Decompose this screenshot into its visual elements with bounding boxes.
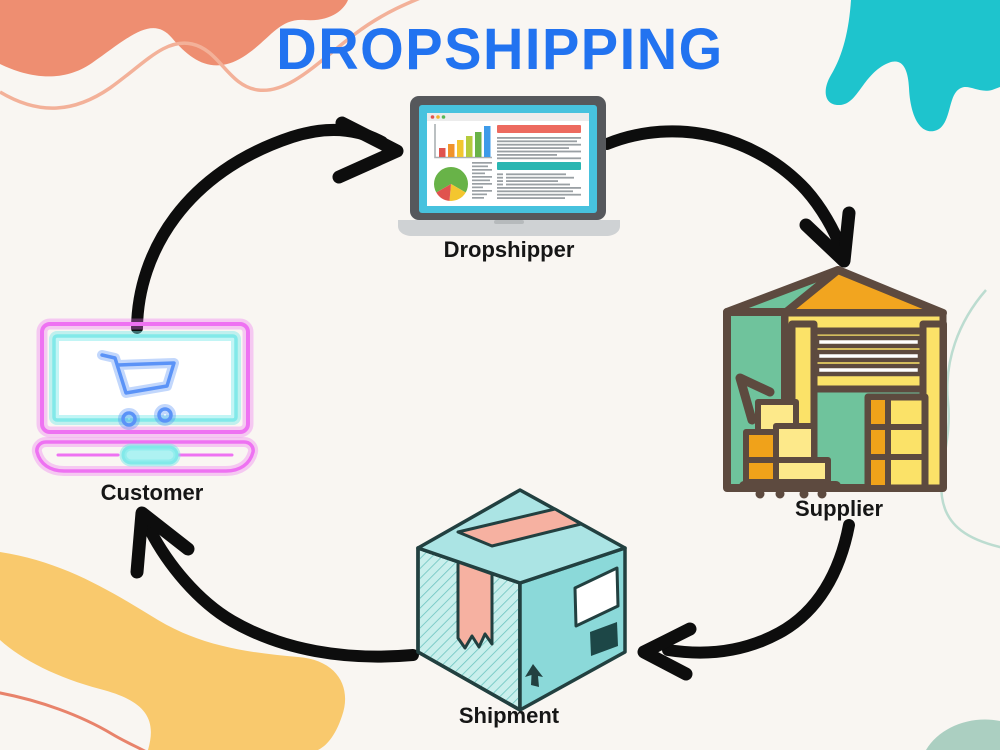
node-label-customer: Customer (100, 480, 204, 505)
node-label-shipment: Shipment (458, 703, 560, 728)
arrow-dropshipper-to-supplier (601, 125, 856, 268)
sage-blob-bottom-right-shape (926, 719, 1000, 750)
node-label-supplier: Supplier (794, 496, 884, 521)
package-box-icon (416, 488, 627, 712)
page-title: DROPSHIPPING (276, 15, 724, 82)
neon-cart-laptop-icon (31, 318, 259, 476)
analytics-laptop-icon (398, 96, 620, 236)
node-label-dropshipper: Dropshipper (443, 237, 575, 262)
salmon-line-bottom-left (0, 691, 146, 750)
yellow-ribbon-bottom-left-shape (0, 552, 346, 750)
warehouse-icon (723, 266, 947, 499)
arrow-customer-to-dropshipper (131, 116, 404, 334)
arrow-supplier-to-shipment (637, 519, 855, 681)
arrow-shipment-to-customer (130, 506, 419, 663)
salmon-wave-top-left-shape (0, 0, 348, 77)
teal-drip-top-right-shape (825, 0, 1000, 132)
salmon-line-icon (0, 0, 420, 110)
